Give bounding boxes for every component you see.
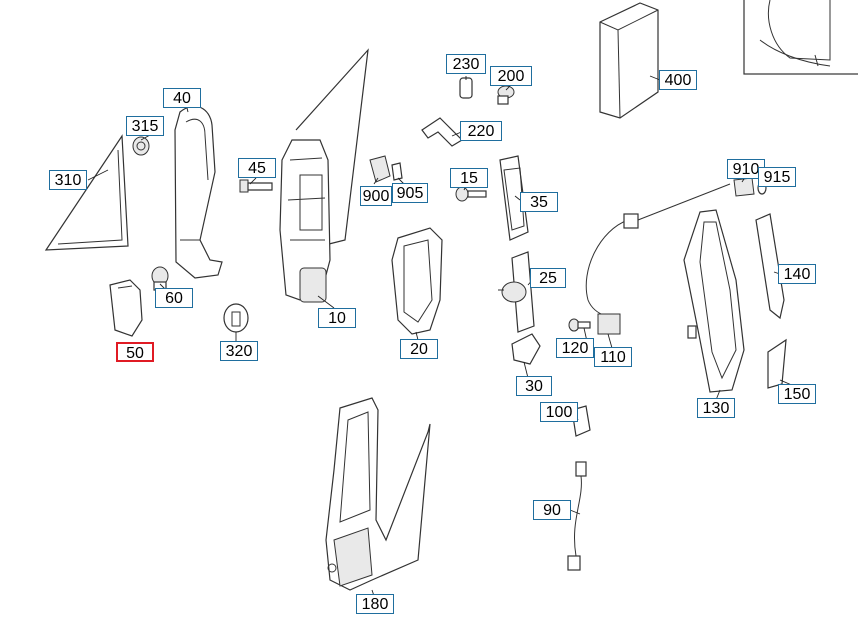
part-60 bbox=[151, 266, 169, 291]
callout-25[interactable]: 25 bbox=[530, 268, 566, 288]
callout-100[interactable]: 100 bbox=[540, 402, 578, 422]
callout-110[interactable]: 110 bbox=[594, 347, 632, 367]
callout-120[interactable]: 120 bbox=[556, 338, 594, 358]
callout-40[interactable]: 40 bbox=[163, 88, 201, 108]
callout-60[interactable]: 60 bbox=[155, 288, 193, 308]
part-200 bbox=[497, 85, 515, 105]
callout-915[interactable]: 915 bbox=[758, 167, 796, 187]
callout-320[interactable]: 320 bbox=[220, 341, 258, 361]
part-900 bbox=[369, 155, 403, 183]
callout-15[interactable]: 15 bbox=[450, 168, 488, 188]
callout-400[interactable]: 400 bbox=[659, 70, 697, 90]
part-110 bbox=[585, 183, 731, 335]
callout-20[interactable]: 20 bbox=[400, 339, 438, 359]
callout-910[interactable]: 910 bbox=[727, 159, 765, 179]
callout-230[interactable]: 230 bbox=[446, 54, 486, 74]
callout-310[interactable]: 310 bbox=[49, 170, 87, 190]
part-140 bbox=[755, 213, 785, 320]
part-25 bbox=[498, 251, 535, 333]
callout-315[interactable]: 315 bbox=[126, 116, 164, 136]
part-35 bbox=[499, 155, 529, 241]
callout-50-highlighted[interactable]: 50 bbox=[116, 342, 154, 362]
part-310 bbox=[44, 134, 129, 251]
part-180 bbox=[325, 397, 431, 591]
callout-150[interactable]: 150 bbox=[778, 384, 816, 404]
part-30 bbox=[511, 333, 541, 365]
callout-200[interactable]: 200 bbox=[490, 66, 532, 86]
part-10 bbox=[279, 48, 369, 303]
callout-220[interactable]: 220 bbox=[460, 121, 502, 141]
callout-10[interactable]: 10 bbox=[318, 308, 356, 328]
callout-905[interactable]: 905 bbox=[392, 183, 428, 203]
inset-detail bbox=[743, 0, 858, 75]
part-50 bbox=[109, 279, 143, 337]
callout-30[interactable]: 30 bbox=[516, 376, 552, 396]
part-315 bbox=[132, 136, 150, 156]
module-400 bbox=[599, 2, 659, 119]
part-220 bbox=[421, 117, 463, 147]
callout-35[interactable]: 35 bbox=[520, 192, 558, 212]
part-45 bbox=[239, 179, 273, 193]
part-130 bbox=[683, 209, 745, 393]
callout-900[interactable]: 900 bbox=[360, 186, 392, 206]
part-120 bbox=[568, 318, 591, 332]
callout-140[interactable]: 140 bbox=[778, 264, 816, 284]
part-320 bbox=[223, 303, 249, 333]
callout-90[interactable]: 90 bbox=[533, 500, 571, 520]
part-40 bbox=[174, 105, 223, 279]
part-230 bbox=[459, 77, 473, 99]
part-90 bbox=[567, 461, 587, 571]
callout-130[interactable]: 130 bbox=[697, 398, 735, 418]
part-150 bbox=[767, 338, 787, 389]
callout-180[interactable]: 180 bbox=[356, 594, 394, 614]
callout-45[interactable]: 45 bbox=[238, 158, 276, 178]
part-15 bbox=[455, 186, 487, 202]
part-20 bbox=[391, 227, 443, 335]
